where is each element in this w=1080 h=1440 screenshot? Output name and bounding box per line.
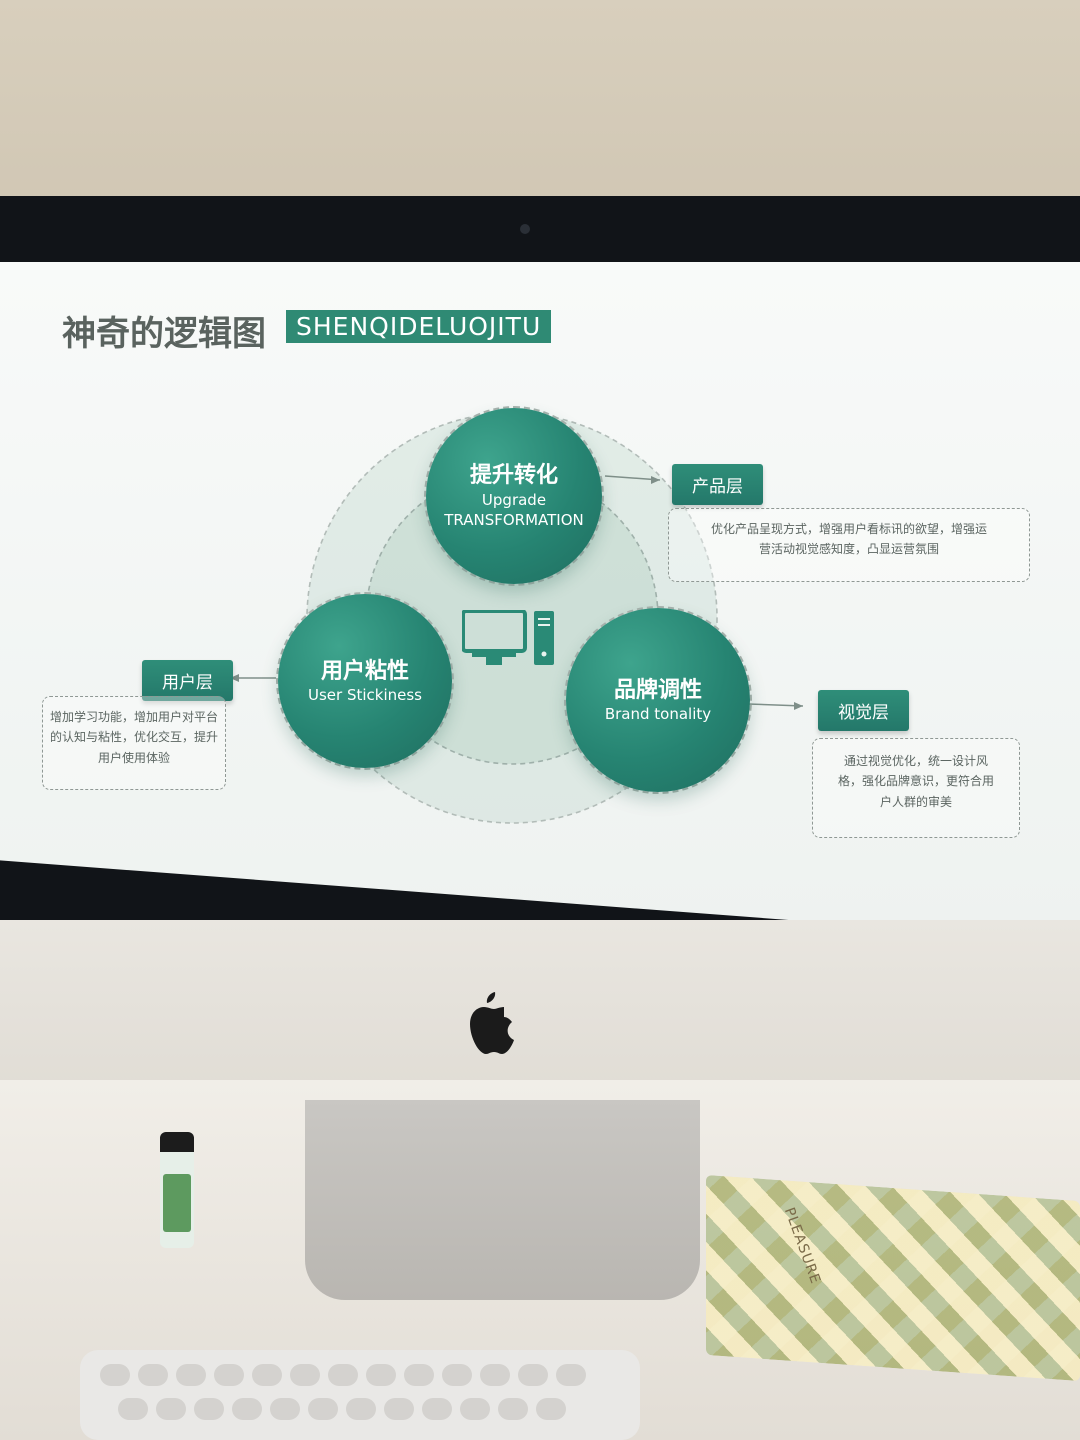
desc-user-layer: 增加学习功能，增加用户对平台 的认知与粘性，优化交互，提升 用户使用体验 [42, 696, 226, 790]
monitor-screen: 神奇的逻辑图 SHENQIDELUOJITU 提升转化 Upgrade TRAN… [0, 262, 1080, 942]
key [270, 1398, 300, 1420]
key [460, 1398, 490, 1420]
desc-user-line-2: 的认知与粘性，优化交互，提升 [49, 730, 218, 745]
monitor-stand [305, 1100, 700, 1300]
circle-user-en-line-1: User Stickiness [308, 686, 422, 705]
circle-upgrade-en-line-1: Upgrade [481, 491, 547, 510]
key [498, 1398, 528, 1420]
key [118, 1398, 148, 1420]
tag-product-layer: 产品层 [672, 464, 763, 505]
key [442, 1364, 472, 1386]
desc-product-line-1: 优化产品呈现方式，增强用户看标讯的欲望，增强运 [710, 522, 987, 536]
circle-upgrade-en-line-2: TRANSFORMATION [444, 511, 584, 530]
circle-user-stickiness: 用户粘性 User Stickiness [276, 592, 454, 770]
key [232, 1398, 262, 1420]
circle-brand-en-line-1: Brand tonality [604, 705, 712, 724]
key [404, 1364, 434, 1386]
tag-visual-layer: 视觉层 [818, 690, 909, 731]
key [422, 1398, 452, 1420]
notebook [706, 1174, 1080, 1382]
key [138, 1364, 168, 1386]
key [308, 1398, 338, 1420]
key [518, 1364, 548, 1386]
desc-visual-line-2: 格，强化品牌意识，更符合用 [837, 774, 994, 789]
circle-user-cn: 用户粘性 [320, 657, 409, 684]
key [290, 1364, 320, 1386]
desc-visual-line-1: 通过视觉优化，统一设计风 [843, 754, 988, 768]
tag-user-layer: 用户层 [142, 660, 233, 701]
key [176, 1364, 206, 1386]
circle-upgrade-transformation: 提升转化 Upgrade TRANSFORMATION [424, 406, 604, 586]
key [384, 1398, 414, 1420]
circle-upgrade-cn: 提升转化 [469, 462, 558, 489]
key [194, 1398, 224, 1420]
key [346, 1398, 376, 1420]
desc-visual-line-3: 户人群的审美 [879, 794, 952, 809]
key [252, 1364, 282, 1386]
key [536, 1398, 566, 1420]
apple-logo-icon [470, 992, 514, 1054]
key [156, 1398, 186, 1420]
desc-user-line-3: 用户使用体验 [97, 750, 170, 765]
bottle-label [163, 1174, 191, 1232]
circle-brand-tonality: 品牌调性 Brand tonality [564, 606, 752, 794]
desc-product-line-2: 营活动视觉感知度，凸显运营氛围 [758, 542, 939, 557]
key [100, 1364, 130, 1386]
circle-brand-cn: 品牌调性 [613, 676, 702, 703]
desc-user-line-1: 增加学习功能，增加用户对平台 [49, 710, 218, 724]
key [328, 1364, 358, 1386]
key [556, 1364, 586, 1386]
camera-icon [520, 224, 530, 234]
keyboard [80, 1350, 640, 1440]
key [214, 1364, 244, 1386]
diagram-rings [230, 412, 804, 824]
key [366, 1364, 396, 1386]
computer-icon [462, 610, 554, 665]
desc-product-layer: 优化产品呈现方式，增强用户看标讯的欲望，增强运 营活动视觉感知度，凸显运营氛围 [668, 508, 1030, 582]
small-bottle [160, 1132, 194, 1248]
slide-subtitle: SHENQIDELUOJITU [286, 310, 552, 343]
key [480, 1364, 510, 1386]
slide-title: 神奇的逻辑图 [62, 314, 266, 354]
desc-visual-layer: 通过视觉优化，统一设计风 格，强化品牌意识，更符合用 户人群的审美 [812, 738, 1020, 838]
